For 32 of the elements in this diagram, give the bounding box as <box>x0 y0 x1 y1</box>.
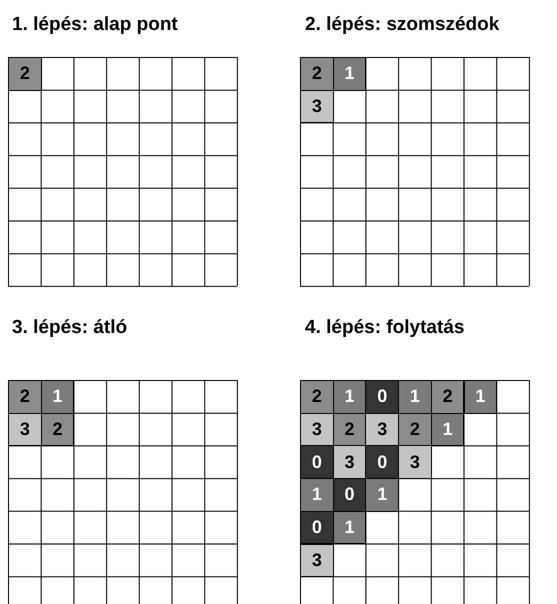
panel-title: 1. lépés: alap pont <box>12 14 178 36</box>
shaded-cell: 3 <box>300 544 334 578</box>
shaded-cell: 2 <box>300 380 334 414</box>
panel-title: 2. lépés: szomszédok <box>305 14 500 36</box>
shaded-cell: 1 <box>430 412 464 446</box>
shaded-cell: 1 <box>300 478 334 512</box>
shaded-cell: 0 <box>365 380 400 414</box>
shaded-cell: 2 <box>398 412 432 446</box>
shaded-cell: 1 <box>365 478 400 512</box>
shaded-cell: 0 <box>332 478 366 512</box>
panel-title: 3. lépés: átló <box>12 317 128 339</box>
shaded-cell: 3 <box>398 445 432 480</box>
shaded-cell: 1 <box>332 510 366 544</box>
shaded-cell: 2 <box>8 380 42 414</box>
shaded-cell: 3 <box>332 445 366 480</box>
shaded-cell: 2 <box>300 57 334 91</box>
shaded-cell: 2 <box>430 380 464 414</box>
shaded-cell: 0 <box>300 445 334 480</box>
shaded-cell: 2 <box>40 412 74 446</box>
shaded-cell: 1 <box>464 380 498 414</box>
shaded-cell: 0 <box>300 510 334 544</box>
shaded-cell: 1 <box>332 57 366 91</box>
shaded-cell: 1 <box>332 380 366 414</box>
shaded-cell: 2 <box>8 57 42 91</box>
shaded-cell: 1 <box>398 380 432 414</box>
shaded-cell: 1 <box>40 380 74 414</box>
panel-title: 4. lépés: folytatás <box>305 317 464 339</box>
shaded-cell: 3 <box>300 412 334 446</box>
shaded-cell: 3 <box>365 412 400 446</box>
shaded-cell: 3 <box>300 90 334 124</box>
shaded-cell: 3 <box>8 412 42 446</box>
shaded-cell: 0 <box>365 445 400 480</box>
